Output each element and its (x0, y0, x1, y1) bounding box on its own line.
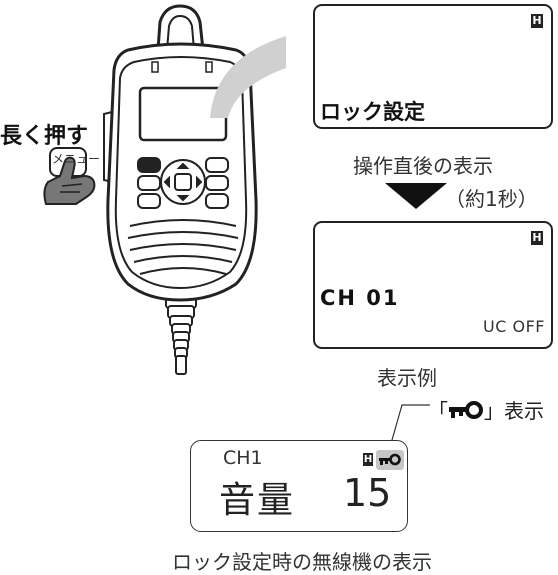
radio-display: CH1 H 音量 15 (190, 440, 408, 532)
screen-display-example: H CH 01 UC OFF (313, 221, 553, 349)
leader-line (391, 404, 430, 441)
device-keys (137, 157, 229, 209)
speaker-grille (127, 219, 239, 275)
down-triangle-icon (385, 183, 447, 209)
long-press-instruction: 長く押す (0, 124, 89, 149)
key-icon (449, 401, 483, 421)
key-label-close: 」表示 (484, 399, 544, 423)
channel-label: CH1 (223, 447, 263, 469)
caption-after-operation: 操作直後の表示 (353, 154, 493, 178)
caption-wait-time: （約1秒） (445, 187, 538, 211)
key-label-open: 「 (428, 399, 448, 423)
h-badge-icon: H (531, 14, 543, 28)
lock-setting-text: ロック設定 (320, 100, 425, 124)
hand-press-icon (43, 147, 96, 205)
caption-display-example: 表示例 (377, 366, 437, 390)
channel-text: CH 01 (320, 286, 400, 310)
key-indicator-label: 「 」表示 (428, 395, 544, 424)
h-badge-icon: H (363, 453, 373, 466)
screen-lock-setting: H ロック設定 (313, 4, 553, 129)
volume-value: 15 (343, 471, 392, 515)
bottom-caption: ロック設定時の無線機の表示 (172, 550, 432, 574)
menu-button-label: メニュー (52, 152, 101, 166)
h-badge-icon: H (531, 231, 543, 245)
uc-status-text: UC OFF (483, 317, 545, 336)
cable-icon (165, 291, 197, 375)
microphone-illustration (103, 4, 286, 375)
volume-label: 音量 (219, 480, 296, 521)
key-lock-icon (376, 450, 404, 470)
